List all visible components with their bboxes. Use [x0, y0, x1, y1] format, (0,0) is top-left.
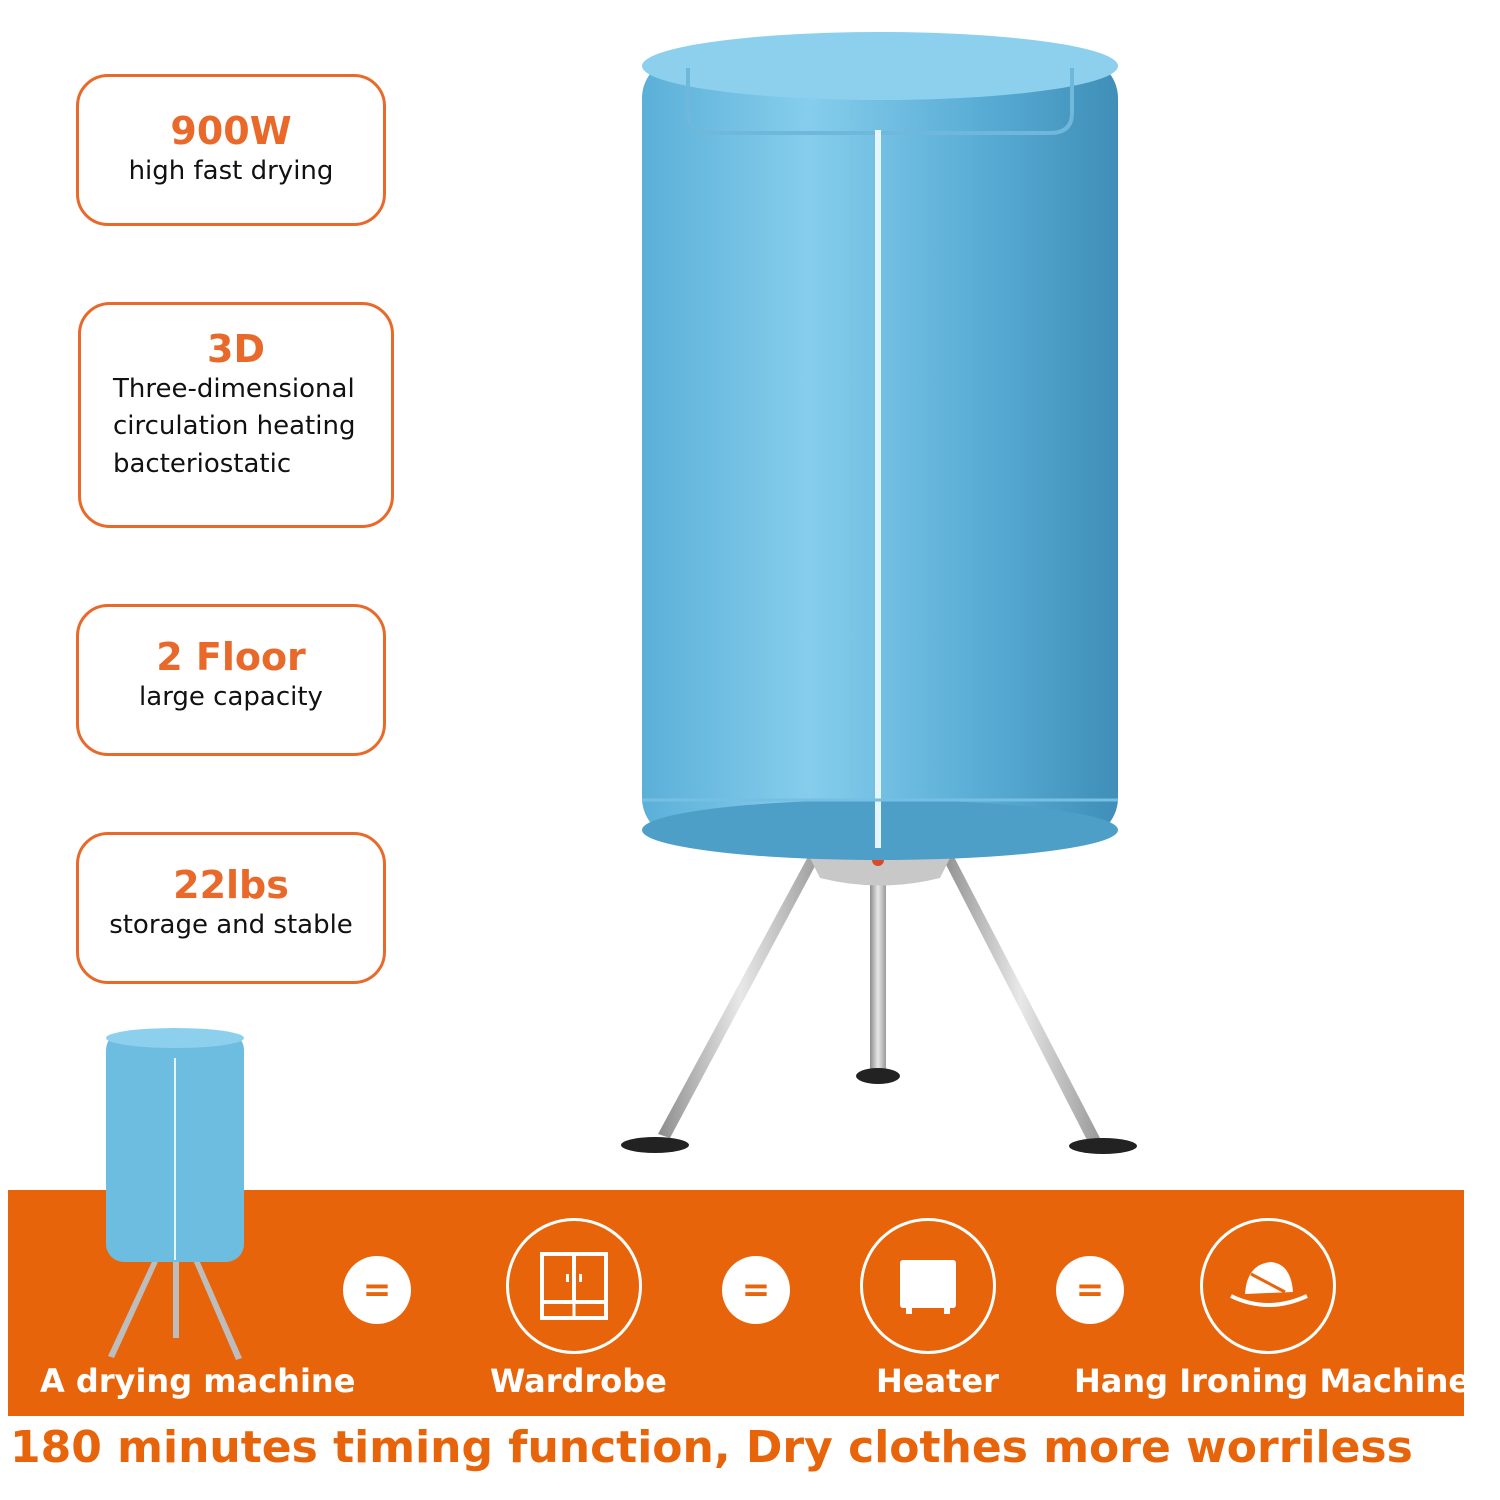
feature-card-power: 900W high fast drying	[76, 74, 386, 226]
equals-sign: =	[343, 1256, 411, 1324]
feature-line: Three-dimensional	[113, 373, 355, 404]
heater-ring	[860, 1218, 996, 1354]
feature-title: 22lbs	[173, 863, 289, 907]
label-hang-ironing-machine: Hang Ironing Machine	[1074, 1362, 1471, 1400]
tagline: 180 minutes timing function, Dry clothes…	[10, 1422, 1413, 1473]
wardrobe-icon	[540, 1252, 608, 1320]
feature-title: 2 Floor	[156, 635, 306, 679]
heater-icon	[900, 1260, 956, 1314]
wardrobe-ring	[506, 1218, 642, 1354]
feature-card-weight: 22lbs storage and stable	[76, 832, 386, 984]
feature-card-3d: 3D Three-dimensional circulation heating…	[78, 302, 394, 528]
clothes-dryer-image	[621, 32, 1137, 1154]
label-drying-machine: A drying machine	[40, 1362, 356, 1400]
feature-line: circulation heating	[113, 411, 356, 442]
feature-line: bacteriostatic	[113, 449, 292, 480]
steamer-ring	[1200, 1218, 1336, 1354]
feature-line: high fast drying	[128, 155, 334, 186]
steamer-icon	[1230, 1262, 1308, 1307]
label-heater: Heater	[876, 1362, 999, 1400]
small-dryer-image	[106, 1028, 244, 1360]
feature-title: 900W	[170, 109, 292, 153]
label-wardrobe: Wardrobe	[490, 1362, 667, 1400]
equals-sign: =	[722, 1256, 790, 1324]
feature-card-floor: 2 Floor large capacity	[76, 604, 386, 756]
equals-sign: =	[1056, 1256, 1124, 1324]
feature-line: storage and stable	[109, 909, 353, 940]
feature-line: large capacity	[139, 681, 323, 712]
feature-title: 3D	[207, 327, 265, 371]
